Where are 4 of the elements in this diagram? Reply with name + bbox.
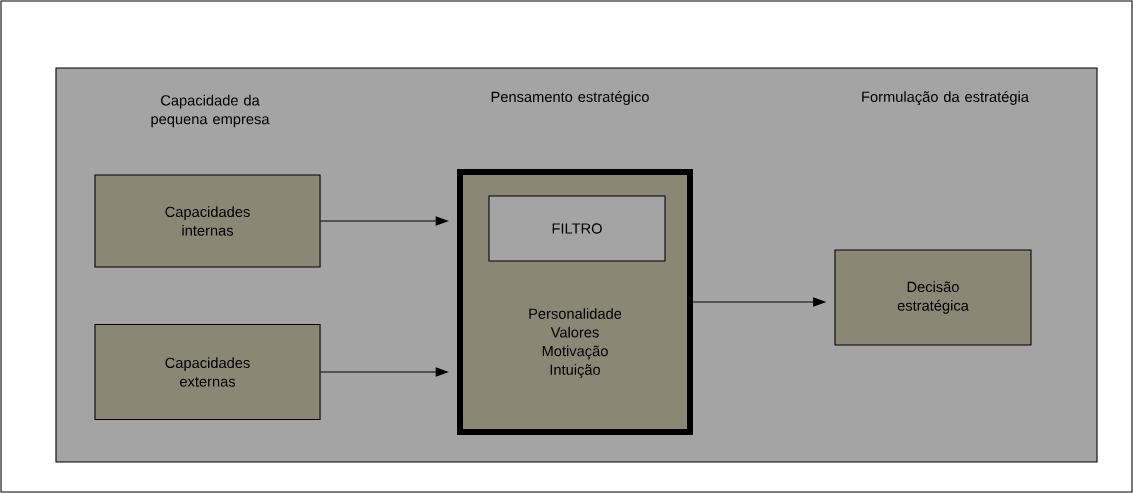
process-box: Capacidades internas — [94, 174, 321, 268]
filter-label-box: FILTRO — [488, 195, 666, 262]
process-box: Capacidades externas — [94, 324, 321, 420]
process-box: Decisão estratégica — [834, 249, 1032, 346]
